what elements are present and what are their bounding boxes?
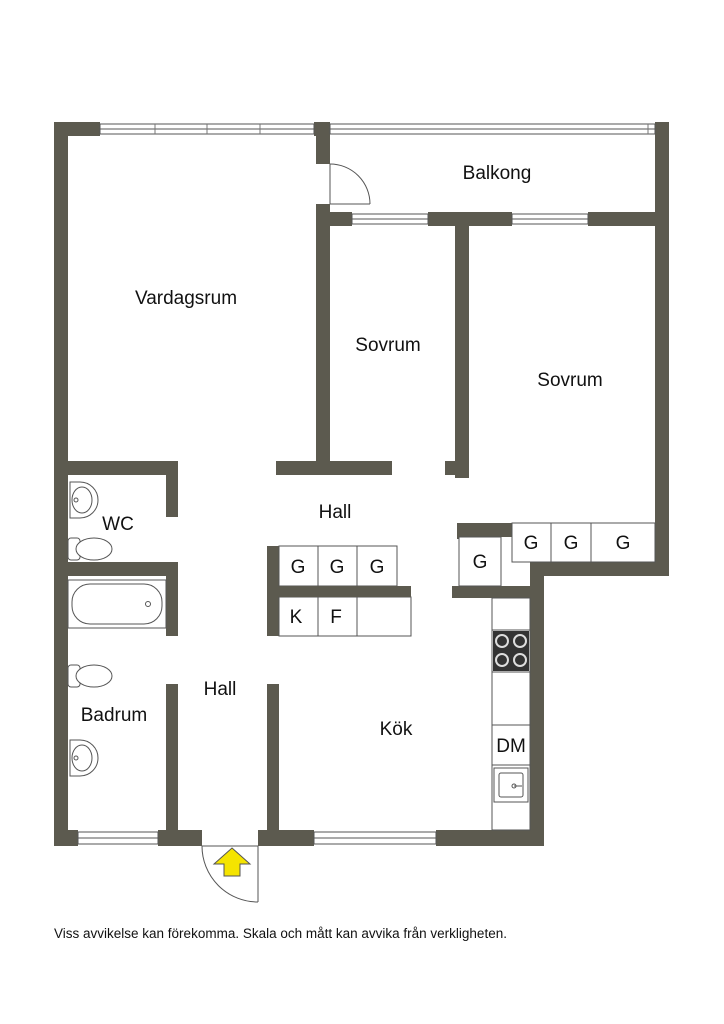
room-label-badrum: Badrum bbox=[81, 705, 148, 726]
stove-icon bbox=[493, 631, 529, 671]
room-label-wc: WC bbox=[102, 514, 134, 535]
kitchen-closet bbox=[458, 536, 502, 587]
room-label-hall-upper: Hall bbox=[319, 502, 352, 523]
hall-wardrobes bbox=[278, 545, 412, 637]
hall-unit-label-k: K bbox=[290, 607, 303, 628]
bathtub-icon bbox=[67, 579, 167, 629]
hall-wardrobe-label-3: G bbox=[370, 557, 385, 578]
entrance-door bbox=[201, 845, 259, 903]
kitchen-sink-icon bbox=[493, 767, 529, 803]
walls bbox=[54, 122, 669, 846]
hall-unit-label-f: F bbox=[330, 607, 342, 628]
windows bbox=[77, 123, 656, 845]
washbasin-icon bbox=[69, 739, 99, 777]
disclaimer-text: Viss avvikelse kan förekomma. Skala och … bbox=[54, 926, 507, 941]
hall-wardrobe-label-1: G bbox=[291, 557, 306, 578]
room-label-vardagsrum: Vardagsrum bbox=[135, 288, 237, 309]
washbasin-icon bbox=[69, 481, 99, 519]
balcony-door bbox=[329, 163, 371, 205]
bedroom-wardrobe-label-2: G bbox=[564, 533, 579, 554]
entrance-arrow-icon bbox=[212, 847, 252, 877]
room-label-kok: Kök bbox=[380, 719, 413, 740]
hall-wardrobe-label-2: G bbox=[330, 557, 345, 578]
room-label-sovrum-small: Sovrum bbox=[355, 335, 420, 356]
bedroom-wardrobes bbox=[511, 522, 656, 563]
bedroom-wardrobe-label-3: G bbox=[616, 533, 631, 554]
toilet-icon bbox=[67, 537, 113, 561]
kitchen-closet-label: G bbox=[473, 552, 488, 573]
room-label-sovrum-large: Sovrum bbox=[537, 370, 602, 391]
bedroom-wardrobe-label-1: G bbox=[524, 533, 539, 554]
room-label-balkong: Balkong bbox=[463, 163, 532, 184]
dishwasher-label: DM bbox=[496, 736, 526, 757]
toilet-icon bbox=[67, 664, 113, 688]
room-label-hall-lower: Hall bbox=[204, 679, 237, 700]
